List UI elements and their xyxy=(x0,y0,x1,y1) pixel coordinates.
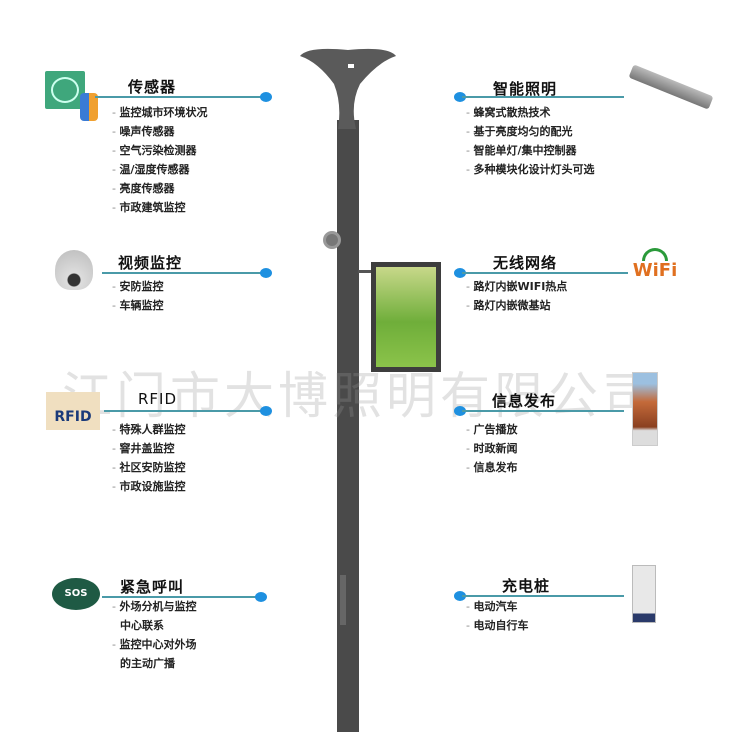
list-item: 的主动广播 xyxy=(120,657,175,670)
connector-dot xyxy=(454,591,466,601)
item-list: 外场分机与监控 中心联系 监控中心对外场 的主动广播 xyxy=(112,597,196,673)
section-title: 视频监控 xyxy=(118,254,183,272)
connector-dot xyxy=(454,406,466,416)
rfid-label: RFID xyxy=(54,409,92,425)
connector-line xyxy=(462,410,624,412)
item-list: 广告播放 时政新闻 信息发布 xyxy=(466,420,517,477)
connector-line xyxy=(102,272,262,274)
item-list: 监控城市环境状况 噪声传感器 空气污染检测器 温/湿度传感器 亮度传感器 市政建… xyxy=(112,103,207,217)
item-list: 电动汽车 电动自行车 xyxy=(466,597,528,635)
list-item: 路灯内嵌微基站 xyxy=(466,296,567,315)
connector-line xyxy=(462,595,624,597)
connector-dot xyxy=(454,268,466,278)
pole-base-door xyxy=(340,575,346,625)
section-title: 智能照明 xyxy=(493,80,558,98)
connector-dot xyxy=(260,268,272,278)
list-item: 安防监控 xyxy=(112,277,163,296)
list-item: 电动自行车 xyxy=(466,616,528,635)
item-list: 安防监控 车辆监控 xyxy=(112,277,163,315)
list-item: 温/湿度传感器 xyxy=(112,160,207,179)
section-title: 信息发布 xyxy=(492,392,557,410)
camera-on-pole xyxy=(323,231,341,249)
list-item: 窨井盖监控 xyxy=(112,439,185,458)
list-item: 空气污染检测器 xyxy=(112,141,207,160)
list-item: 市政设施监控 xyxy=(112,477,185,496)
section-title: 传感器 xyxy=(128,78,177,96)
thermometer-icon xyxy=(80,93,98,121)
display-screen-icon xyxy=(632,372,658,446)
list-item: 基于亮度均匀的配光 xyxy=(466,122,594,141)
item-list: 特殊人群监控 窨井盖监控 社区安防监控 市政设施监控 xyxy=(112,420,185,496)
item-list: 路灯内嵌WIFI热点 路灯内嵌微基站 xyxy=(466,277,567,315)
list-item: 电动汽车 xyxy=(466,597,528,616)
list-item: 监控中心对外场 xyxy=(112,635,196,654)
list-item: 中心联系 xyxy=(120,619,164,632)
connector-line xyxy=(104,410,262,412)
connector-dot xyxy=(255,592,267,602)
list-item: 多种模块化设计灯头可选 xyxy=(466,160,594,179)
connector-dot xyxy=(260,92,272,102)
camera-icon xyxy=(55,250,93,290)
wifi-icon: WiFi xyxy=(626,248,684,288)
list-item: 监控城市环境状况 xyxy=(112,103,207,122)
list-item: 外场分机与监控 xyxy=(112,597,196,616)
list-item: 噪声传感器 xyxy=(112,122,207,141)
item-list: 蜂窝式散热技术 基于亮度均匀的配光 智能单灯/集中控制器 多种模块化设计灯头可选 xyxy=(466,103,594,179)
connector-line xyxy=(462,96,624,98)
wifi-label: WiFi xyxy=(632,260,678,281)
list-item: 亮度传感器 xyxy=(112,179,207,198)
section-title: RFID xyxy=(138,390,178,408)
list-item: 特殊人群监控 xyxy=(112,420,185,439)
list-item: 智能单灯/集中控制器 xyxy=(466,141,594,160)
list-item: 社区安防监控 xyxy=(112,458,185,477)
list-item: 车辆监控 xyxy=(112,296,163,315)
list-item: 市政建筑监控 xyxy=(112,198,207,217)
connector-line xyxy=(95,96,263,98)
section-title: 充电桩 xyxy=(502,577,551,595)
list-item: 广告播放 xyxy=(466,420,517,439)
list-item: 路灯内嵌WIFI热点 xyxy=(466,277,567,296)
section-title: 紧急呼叫 xyxy=(120,578,185,596)
connector-line xyxy=(462,272,628,274)
billboard xyxy=(371,262,441,372)
sos-icon: SOS xyxy=(52,578,100,610)
watermark: 江门市大博照明有限公司 xyxy=(62,367,656,425)
pole-bracket xyxy=(358,270,374,273)
section-title: 无线网络 xyxy=(493,254,558,272)
lamp-head xyxy=(300,48,396,129)
sos-label: SOS xyxy=(64,588,88,599)
connector-dot xyxy=(260,406,272,416)
connector-dot xyxy=(454,92,466,102)
sensor-icon xyxy=(45,71,85,109)
charging-pile-icon xyxy=(632,565,656,623)
list-item: 信息发布 xyxy=(466,458,517,477)
rfid-icon: RFID xyxy=(46,392,100,430)
list-item: 时政新闻 xyxy=(466,439,517,458)
list-item: 蜂窝式散热技术 xyxy=(466,103,594,122)
led-lamp-icon xyxy=(628,64,714,110)
